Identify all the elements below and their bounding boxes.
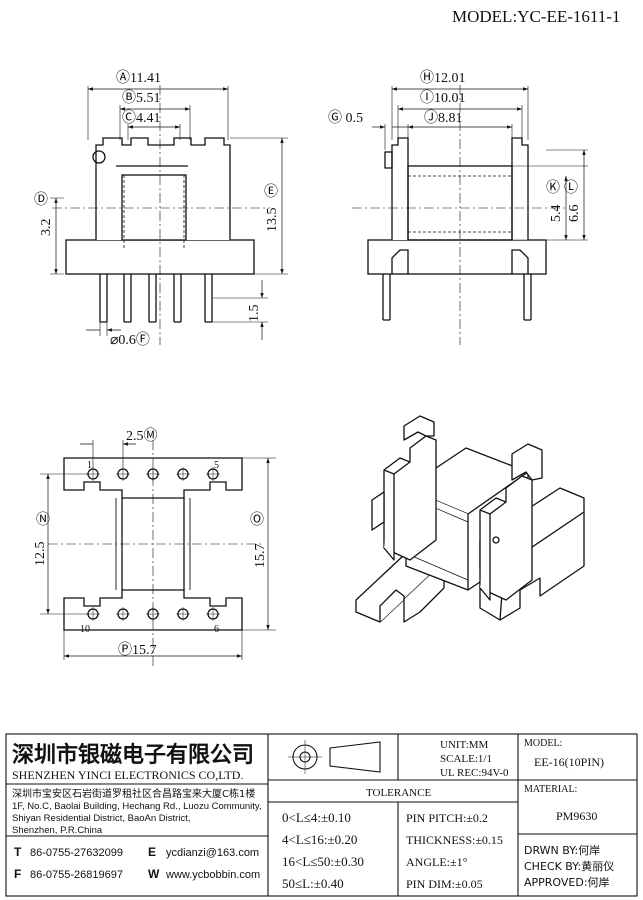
front-view-labels: Ⓐ11.41 Ⓑ5.51 Ⓒ4.41 Ⓓ 3.2 Ⓔ 13.5 1.5 ⌀0.6… <box>34 70 280 348</box>
email-address: ycdianzi@163.com <box>166 847 259 859</box>
tel-number: 86-0755-27632099 <box>30 847 123 859</box>
dim-p-label: Ⓟ15.7 <box>118 642 157 658</box>
side-view <box>352 85 588 345</box>
dim-h-label: Ⓗ12.01 <box>420 70 466 86</box>
email-letter: E <box>148 845 156 859</box>
isometric-view <box>355 415 585 623</box>
drawn-by: DRWN BY:何岸 <box>524 844 600 857</box>
web-address: www.ycbobbin.com <box>165 869 260 881</box>
model-header-text: MODEL:YC-EE-1611-1 <box>452 7 620 26</box>
dim-n-label: Ⓝ <box>36 512 50 528</box>
model-header: MODEL:YC-EE-1611-1 <box>452 7 620 26</box>
company-name-cn: 深圳市银磁电子有限公司 <box>12 742 254 768</box>
unit-text: UNIT:MM <box>440 739 489 751</box>
tolerance-title: TOLERANCE <box>366 787 431 799</box>
dim-k-value: 5.4 <box>549 205 564 223</box>
ul-rec-text: UL REC:94V-0 <box>440 767 509 779</box>
bottom-view <box>40 440 276 668</box>
address-cn: 深圳市宝安区石岩街道罗租社区合昌路宝来大厦C栋1楼 <box>12 787 255 800</box>
dim-b-label: Ⓑ5.51 <box>122 90 161 106</box>
pin-label-5: 5 <box>214 460 219 471</box>
pin-pitch-tolerance: PIN PITCH:±0.2 <box>406 811 488 825</box>
dim-d-value: 3.2 <box>39 219 54 237</box>
dim-j-label: Ⓙ8.81 <box>424 110 463 126</box>
dim-c-label: Ⓒ4.41 <box>122 110 161 126</box>
pin-label-1: 1 <box>87 460 92 471</box>
dim-f-label: ⌀0.6Ⓕ <box>110 332 150 348</box>
company-name-en: SHENZHEN YINCI ELECTRONICS CO,LTD. <box>12 768 243 782</box>
pin-label-6: 6 <box>214 624 219 635</box>
address-en-line-1: 1F, No.C, Baolai Building, Hechang Rd., … <box>12 801 262 812</box>
title-block-text: 深圳市银磁电子有限公司 SHENZHEN YINCI ELECTRONICS C… <box>12 738 614 891</box>
dim-n-value: 12.5 <box>33 542 48 567</box>
tel-letter: T <box>14 845 22 859</box>
dim-k-label: Ⓚ <box>546 180 560 196</box>
fax-number: 86-0755-26819697 <box>30 869 123 881</box>
pin-label-10: 10 <box>80 624 90 635</box>
dim-g-label: Ⓖ 0.5 <box>328 110 363 126</box>
tolerance-range-1: 0<L≤4:±0.10 <box>282 810 351 825</box>
dim-l-value: 6.6 <box>567 205 582 223</box>
dim-d-label: Ⓓ <box>34 192 48 208</box>
model-value: EE-16(10PIN) <box>534 755 604 769</box>
dim-l-label: Ⓛ <box>564 180 578 196</box>
pin-dim-tolerance: PIN DIM:±0.05 <box>406 877 483 891</box>
tolerance-range-4: 50≤L:±0.40 <box>282 876 344 891</box>
approved-by: APPROVED:何岸 <box>524 876 610 889</box>
check-by: CHECK BY:黄丽仪 <box>524 859 614 873</box>
tolerance-range-3: 16<L≤50:±0.30 <box>282 854 364 869</box>
tolerance-range-2: 4<L≤16:±0.20 <box>282 832 357 847</box>
dim-i-label: Ⓘ10.01 <box>420 90 466 106</box>
address-en-line-2: Shiyan Residential District, BaoAn Distr… <box>12 813 190 824</box>
front-view <box>50 85 288 345</box>
material-label: MATERIAL: <box>524 784 577 795</box>
dim-pin-length-value: 1.5 <box>247 305 262 323</box>
angle-tolerance: ANGLE:±1° <box>406 855 468 869</box>
dim-m-label: 2.5Ⓜ <box>126 428 158 444</box>
side-view-labels: Ⓗ12.01 Ⓘ10.01 Ⓙ8.81 Ⓖ 0.5 Ⓚ 5.4 Ⓛ 6.6 <box>328 70 582 222</box>
fax-letter: F <box>14 867 21 881</box>
bottom-view-labels: 2.5Ⓜ Ⓝ 12.5 Ⓞ 15.7 Ⓟ15.7 1 5 10 6 <box>33 428 268 658</box>
address-en-line-3: Shenzhen, P.R.China <box>12 825 103 836</box>
material-value: PM9630 <box>556 809 597 823</box>
thickness-tolerance: THICKNESS:±0.15 <box>406 833 503 847</box>
model-label: MODEL: <box>524 738 562 749</box>
scale-text: SCALE:1/1 <box>440 753 492 765</box>
dim-e-value: 13.5 <box>265 208 280 233</box>
web-letter: W <box>148 867 160 881</box>
title-block <box>5 733 638 897</box>
dim-e-label: Ⓔ <box>264 184 278 200</box>
dim-o-label: Ⓞ <box>250 512 264 528</box>
dim-o-value: 15.7 <box>253 544 268 569</box>
dim-a-label: Ⓐ11.41 <box>116 70 161 86</box>
